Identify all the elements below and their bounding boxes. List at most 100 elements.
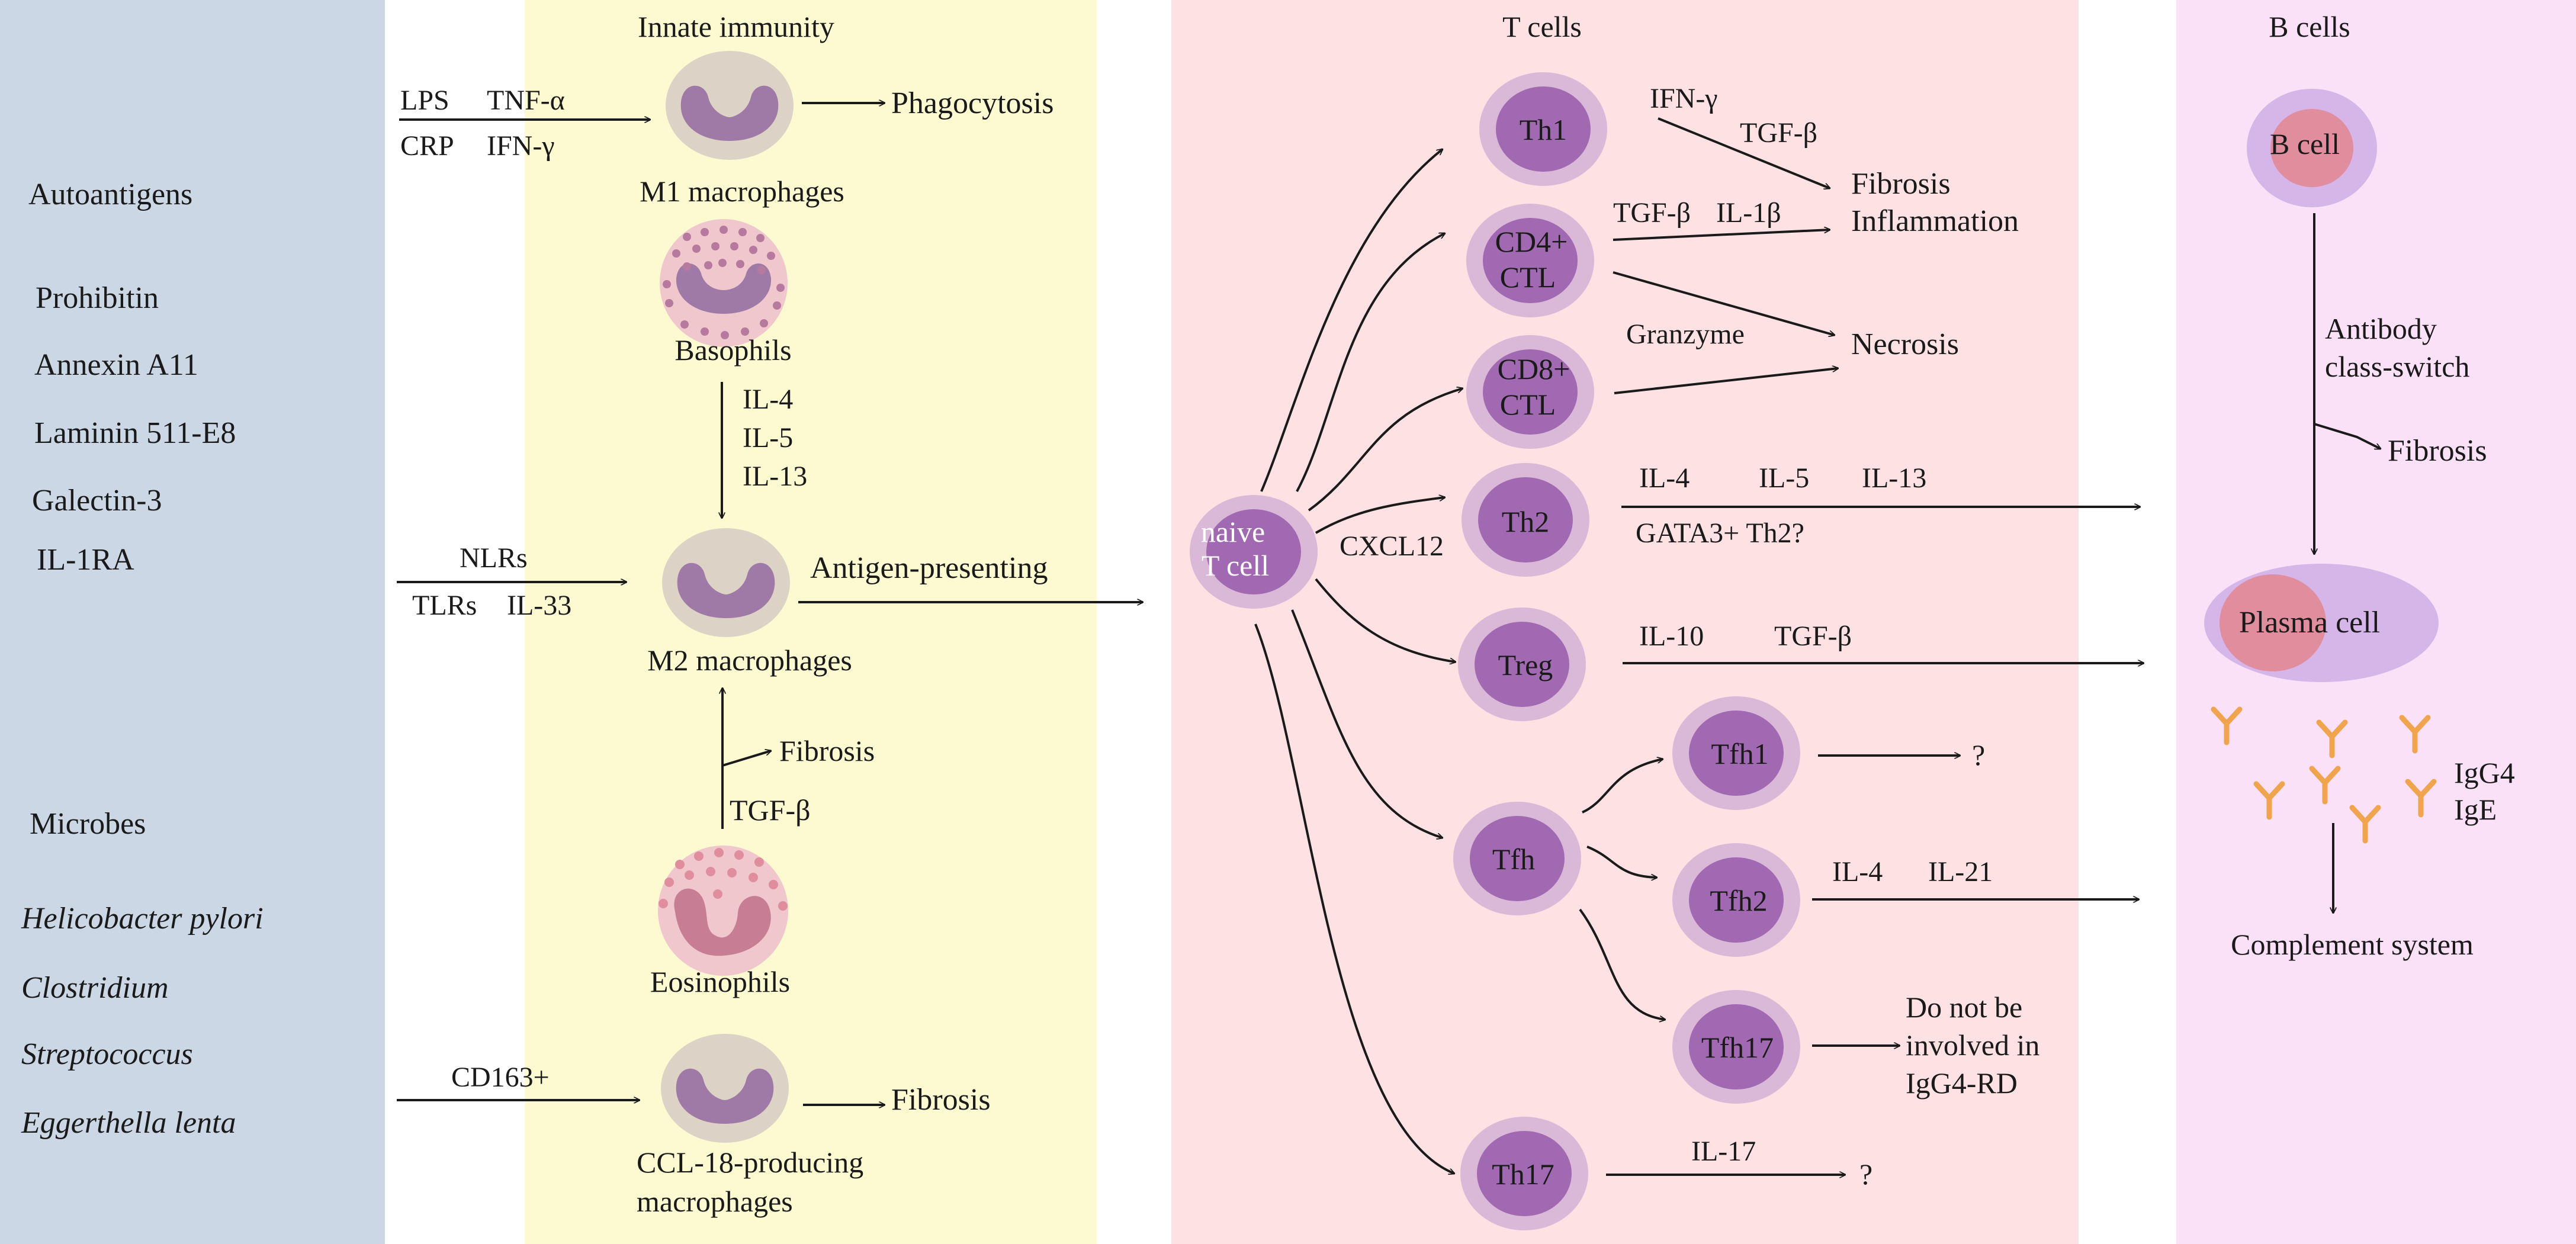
autoantigen-item: Prohibitin [36, 281, 159, 315]
left-panel [0, 0, 385, 1244]
th17-unknown-label: ? [1859, 1158, 1872, 1191]
th2-cytokine-il5: IL-5 [1759, 462, 1809, 494]
plasma-cell-icon [2204, 564, 2439, 682]
m1-input-tnf: TNF-α [487, 85, 565, 116]
ccl18-fibrosis-label: Fibrosis [891, 1083, 991, 1117]
autoantigen-item: Laminin 511-E8 [34, 416, 236, 450]
eosinophil-fibrosis-arrow [721, 751, 771, 779]
th17-label: Th17 [1492, 1158, 1554, 1191]
th2-gata3-note: GATA3+ Th2? [1636, 517, 1804, 549]
naive-t-cell-label-line2: T cell [1202, 549, 1269, 582]
tfh17-note-line3: IgG4-RD [1906, 1066, 2018, 1100]
tfh17-note-line2: involved in [1906, 1028, 2039, 1062]
m1-input-crp: CRP [400, 130, 454, 162]
m2-input-tlrs: TLRs [412, 590, 477, 621]
eosinophil-fibrosis-label: Fibrosis [779, 734, 875, 767]
cd4-ctl-label-line2: CTL [1500, 261, 1556, 294]
th2-cytokine-il13: IL-13 [1862, 462, 1926, 494]
class-switch-label-line2: class-switch [2325, 350, 2469, 383]
tfh-to-tfh1-arrow [1582, 759, 1663, 814]
complement-system-label: Complement system [2231, 928, 2474, 961]
basophils-label: Basophils [674, 333, 791, 367]
th1-label: Th1 [1520, 113, 1568, 146]
b-cell-icon [2247, 89, 2377, 207]
basophil-icon [660, 219, 788, 347]
m2-input-il33: IL-33 [507, 590, 571, 621]
cd4-ctl-label-line1: CD4+ [1495, 225, 1568, 258]
tfh-to-tfh17-arrow [1579, 908, 1665, 1020]
th2-label: Th2 [1502, 505, 1550, 538]
tfh-label: Tfh [1492, 843, 1535, 876]
tfh2-cytokine-il21: IL-21 [1928, 856, 1993, 888]
autoantigen-item: IL-1RA [37, 543, 134, 577]
m1-macrophages-label: M1 macrophages [640, 175, 844, 208]
autoantigen-item: Annexin A11 [34, 348, 198, 382]
basophil-cytokine: IL-5 [743, 422, 793, 454]
cd8-ctl-label-line2: CTL [1500, 388, 1556, 421]
m2-macrophage-icon [662, 528, 790, 637]
tfh-to-tfh2-arrow [1586, 846, 1657, 877]
eosinophils-label: Eosinophils [650, 965, 790, 998]
eosinophil-cytokine: TGF-β [730, 793, 811, 827]
treg-label: Treg [1498, 648, 1553, 682]
tfh2-cytokine-il4: IL-4 [1832, 856, 1883, 888]
basophil-cytokine: IL-13 [743, 461, 807, 492]
th2-cytokine-il4: IL-4 [1639, 462, 1690, 494]
treg-cytokine-il10: IL-10 [1639, 621, 1704, 652]
ige-label: IgE [2454, 793, 2497, 826]
microbe-item: Clostridium [21, 971, 169, 1005]
microbe-item: Eggerthella lenta [21, 1106, 236, 1140]
microbe-item: Streptococcus [21, 1037, 193, 1071]
cd4-cytokine-il1b: IL-1β [1716, 197, 1781, 229]
tfh1-label: Tfh1 [1711, 737, 1768, 770]
th1-to-fibrosis-arrow [1658, 117, 1830, 188]
microbes-title: Microbes [30, 807, 146, 841]
igg4-label: IgG4 [2454, 756, 2515, 789]
th1-cytokine-tgf: TGF-β [1740, 117, 1817, 149]
naive-to-th1-arrow [1260, 149, 1443, 492]
m2-input-nlrs: NLRs [460, 542, 528, 574]
cd4-cytokine-tgf: TGF-β [1613, 197, 1691, 229]
naive-to-cd8-arrow [1308, 388, 1463, 512]
naive-to-th17-arrow [1254, 623, 1454, 1174]
cd8-ctl-label-line1: CD8+ [1498, 352, 1570, 385]
ccl18-macrophage-icon [661, 1034, 789, 1143]
naive-to-cd4-arrow [1296, 232, 1445, 492]
tfh2-label: Tfh2 [1710, 884, 1767, 917]
antigen-presenting-label: Antigen-presenting [810, 551, 1048, 585]
ccl18-label-line1: CCL-18-producing [637, 1146, 863, 1179]
plasma-cell-label: Plasma cell [2239, 606, 2380, 639]
cd4-to-fibrosis-arrow [1613, 230, 1830, 241]
fibrosis-label: Fibrosis [1851, 167, 1951, 201]
inflammation-label: Inflammation [1851, 204, 2019, 238]
innate-panel-title: Innate immunity [638, 10, 834, 43]
cxcl12-label: CXCL12 [1340, 531, 1444, 562]
tfh1-unknown-label: ? [1972, 738, 1985, 772]
t-cells-panel-title: T cells [1502, 10, 1582, 43]
treg-cytokine-tgf: TGF-β [1774, 621, 1852, 652]
autoantigens-title: Autoantigens [28, 178, 192, 211]
m2-macrophages-label: M2 macrophages [647, 644, 852, 677]
b-cell-label: B cell [2270, 127, 2340, 160]
necrosis-label: Necrosis [1851, 327, 1959, 361]
eosinophil-icon [658, 846, 788, 976]
tfh17-label: Tfh17 [1701, 1031, 1774, 1064]
naive-t-cell-label-line1: naive [1201, 515, 1265, 548]
cd8-to-necrosis-arrow [1614, 368, 1838, 394]
basophil-cytokine: IL-4 [743, 384, 793, 415]
m1-input-ifn: IFN-γ [487, 130, 555, 162]
ccl18-input-cd163: CD163+ [451, 1062, 550, 1093]
th17-cytokine-il17: IL-17 [1691, 1136, 1756, 1167]
cd4-to-necrosis-arrow [1613, 271, 1835, 335]
microbe-item: Helicobacter pylori [21, 902, 264, 936]
b-cells-panel-title: B cells [2269, 10, 2350, 43]
innate-panel [525, 0, 1097, 1244]
granzyme-label: Granzyme [1626, 319, 1745, 350]
naive-to-tfh-arrow [1291, 609, 1443, 838]
phagocytosis-label: Phagocytosis [891, 86, 1053, 120]
ccl18-label-line2: macrophages [637, 1185, 793, 1218]
naive-to-treg-arrow [1315, 578, 1456, 662]
b-fibrosis-label: Fibrosis [2388, 434, 2487, 468]
